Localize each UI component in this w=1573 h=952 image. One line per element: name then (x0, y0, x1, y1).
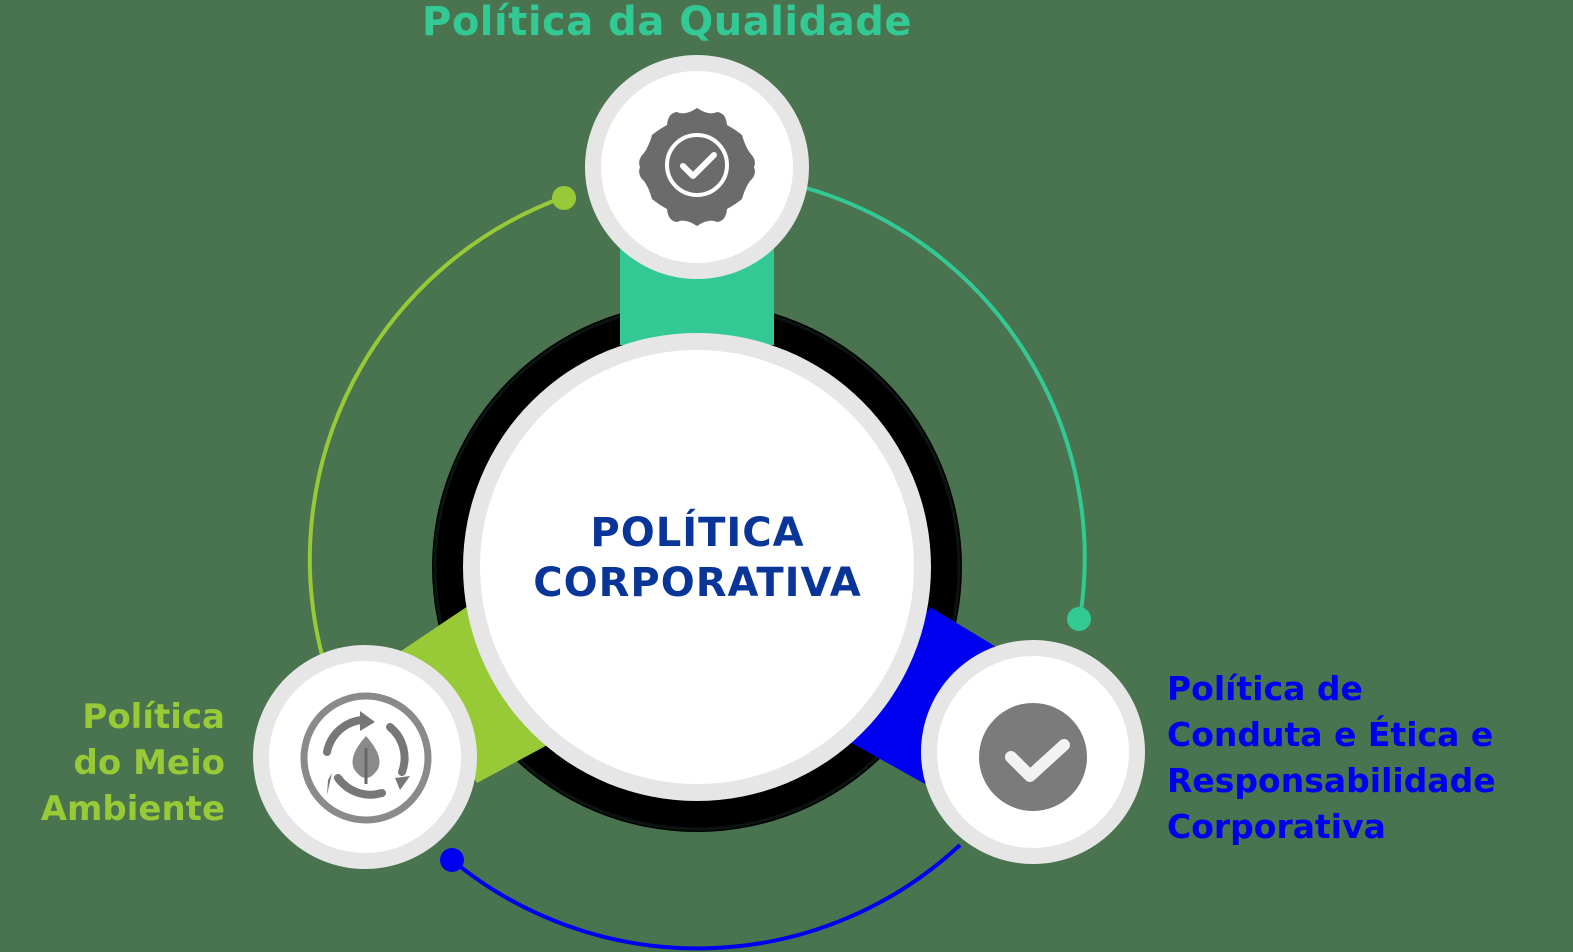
recycle-leaf-icon (300, 692, 432, 824)
quality-orbit-dot (1067, 607, 1091, 631)
environment-orbit-arc (307, 195, 565, 656)
center-title-line2: CORPORATIVA (533, 560, 862, 606)
ethics-orbit-dot (440, 848, 464, 872)
center-title: POLÍTICA CORPORATIVA (465, 508, 930, 608)
environment-label-line: Ambiente (40, 789, 225, 829)
environment-label-line: do Meio (73, 743, 225, 783)
environment-connector (395, 606, 553, 783)
environment-label: Política do Meio Ambiente (0, 694, 225, 832)
ethics-label: Política de Conduta e Ética e Responsabi… (1167, 666, 1573, 850)
ethics-node (921, 640, 1145, 864)
environment-node (253, 645, 477, 869)
center-title-line1: POLÍTICA (590, 510, 805, 556)
environment-label-line: Política (82, 697, 225, 737)
ethics-label-line: Conduta e Ética e (1167, 715, 1494, 754)
quality-label: Política da Qualidade (422, 2, 982, 42)
ethics-label-line: Corporativa (1167, 807, 1386, 846)
hub-white-disc (480, 350, 914, 784)
check-circle-icon (979, 703, 1087, 811)
ethics-label-line: Política de (1167, 669, 1363, 708)
badge-check-icon (639, 108, 755, 226)
environment-orbit-dot (552, 186, 576, 210)
quality-node (585, 55, 809, 279)
quality-orbit-arc (805, 186, 1087, 619)
ethics-label-line: Responsabilidade (1167, 761, 1496, 800)
quality-label-text: Política da Qualidade (422, 0, 913, 45)
ethics-orbit-arc (450, 843, 962, 951)
ethics-connector (848, 607, 1003, 784)
